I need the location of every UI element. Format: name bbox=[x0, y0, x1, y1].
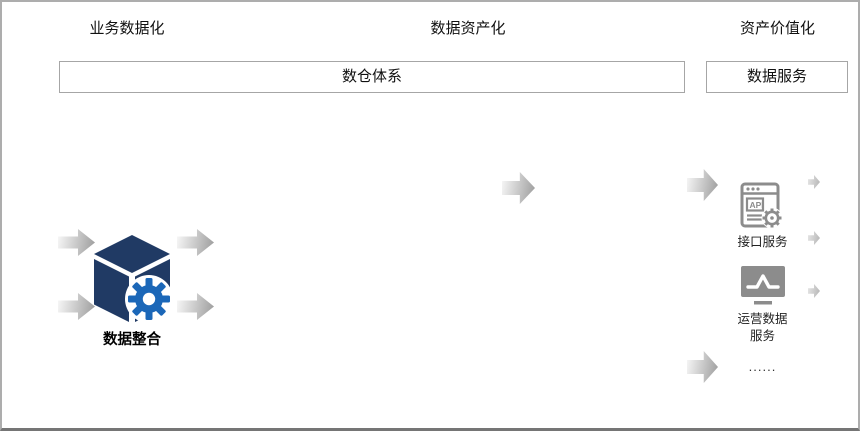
flow-arrow-computing-to-asset bbox=[502, 172, 535, 204]
governance-layer-body: 数据标准管理 数据质量管理 数据资产管理 数据模型管理 数据安全 ...... bbox=[214, 338, 685, 420]
service-item-ops-data-label: 运营数据服务 bbox=[737, 312, 788, 343]
monitor-icon bbox=[740, 266, 785, 305]
panel-data-asset-layer: 数据资产层 数据目录 数据标签 ...... bbox=[535, 106, 685, 249]
api-icon: API bbox=[740, 182, 782, 229]
service-layer-body: API 接口服务 bbox=[723, 172, 802, 419]
phase-data-assetization: 数据资产化 bbox=[430, 20, 506, 37]
flow-arrow-governance-to-service bbox=[687, 351, 718, 383]
asset-cell: ...... bbox=[599, 217, 621, 231]
service-item-api-label: 接口服务 bbox=[737, 235, 788, 249]
flow-arrow-integration-to-computing bbox=[177, 229, 214, 256]
computing-cell: 实时处理 bbox=[256, 180, 307, 194]
data-service-box: 数据服务 bbox=[706, 61, 848, 93]
asset-layer-body: 数据目录 数据标签 ...... bbox=[535, 135, 685, 244]
panel-data-computing-layer: 数据计算层 数据转换 数据清洗 实时处理 数据汇总 ODS ...... bbox=[212, 106, 500, 248]
governance-cell: 数据质量管理 bbox=[411, 355, 487, 369]
governance-cell: 数据标准管理 bbox=[252, 355, 328, 369]
gear-icon bbox=[125, 275, 173, 323]
data-integration-label: 数据整合 bbox=[103, 332, 161, 348]
flow-arrow-service-to-application-2 bbox=[808, 231, 820, 245]
data-integration-cube-icon bbox=[88, 232, 176, 326]
service-layer-title: 服务层 bbox=[739, 129, 785, 146]
computing-layer-title: 数据计算层 bbox=[318, 112, 394, 129]
layer-data-application: 数据应用层 bbox=[823, 204, 846, 330]
flow-arrow-service-to-application-1 bbox=[808, 175, 820, 189]
cube-icon bbox=[94, 235, 173, 323]
computing-cell: 数据汇总 bbox=[405, 180, 456, 194]
computing-cell: 数据转换 bbox=[256, 148, 307, 162]
governance-cell: 数据安全 bbox=[424, 388, 475, 402]
governance-cell: ...... bbox=[598, 388, 620, 402]
flow-arrow-service-to-application-3 bbox=[808, 284, 820, 298]
computing-cell: ODS bbox=[267, 212, 296, 226]
svg-text:API: API bbox=[749, 200, 763, 210]
flow-arrow-integration-to-governance bbox=[177, 293, 214, 320]
asset-layer-title: 数据资产层 bbox=[572, 112, 648, 129]
governance-cell: 数据资产管理 bbox=[571, 355, 647, 369]
computing-layer-body: 数据转换 数据清洗 实时处理 数据汇总 ODS ...... bbox=[212, 135, 500, 240]
phase-asset-valuation: 资产价值化 bbox=[739, 20, 815, 37]
warehouse-system-box: 数仓体系 bbox=[59, 61, 685, 93]
panel-data-governance-layer: 数据治理层 数据标准管理 数据质量管理 数据资产管理 数据模型管理 数据安全 .… bbox=[214, 310, 685, 424]
layer-data-collection: 数据采集层 bbox=[28, 204, 54, 330]
computing-cell: 数据清洗 bbox=[405, 148, 456, 162]
flow-arrow-asset-to-service bbox=[687, 169, 718, 201]
panel-service-layer: 服务层 API bbox=[719, 109, 806, 424]
computing-cell: ...... bbox=[420, 212, 441, 226]
governance-cell: 数据模型管理 bbox=[252, 388, 328, 402]
governance-layer-title: 数据治理层 bbox=[411, 315, 487, 332]
phase-business-dataization: 业务数据化 bbox=[89, 20, 165, 37]
service-more-ellipsis: ...... bbox=[748, 358, 777, 374]
asset-cell: 数据目录 bbox=[584, 147, 635, 161]
asset-cell: 数据标签 bbox=[584, 182, 635, 196]
